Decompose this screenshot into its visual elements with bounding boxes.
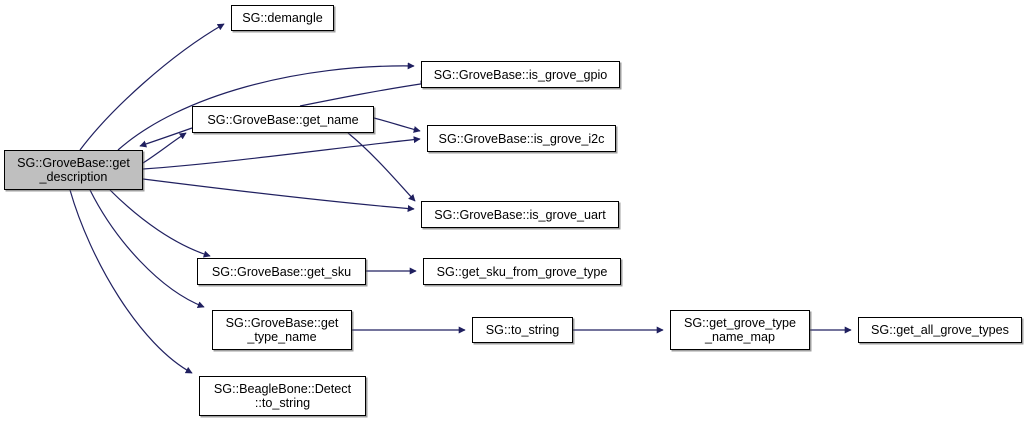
graph-node-label: SG::BeagleBone::Detect ::to_string	[213, 382, 352, 410]
graph-edge-get_name-to-is_grove_uart	[347, 132, 416, 202]
graph-node-label: SG::get_grove_type _name_map	[683, 316, 796, 344]
graph-edge-get_description-to-is_grove_uart	[142, 178, 415, 212]
graph-edge-get_description-to-get_sku	[109, 189, 211, 258]
graph-node-to_string[interactable]: SG::to_string	[472, 317, 573, 343]
graph-node-label: SG::GroveBase::get_name	[207, 112, 359, 127]
graph-node-get_name[interactable]: SG::GroveBase::get_name	[192, 106, 374, 133]
graph-node-demangle[interactable]: SG::demangle	[231, 5, 334, 31]
graph-node-beaglebone_detect_to_string[interactable]: SG::BeagleBone::Detect ::to_string	[199, 376, 366, 416]
graph-node-label: SG::get_sku_from_grove_type	[436, 264, 608, 279]
graph-node-label: SG::GroveBase::get _description	[17, 156, 130, 184]
graph-node-get_description[interactable]: SG::GroveBase::get _description	[4, 150, 143, 190]
graph-edge-get_description-to-get_name	[142, 132, 187, 164]
graph-edge-get_name-to-get_description	[139, 127, 193, 148]
graph-node-get_all_grove_types[interactable]: SG::get_all_grove_types	[858, 317, 1022, 343]
graph-edge-get_name-to-is_grove_gpio	[299, 80, 428, 107]
graph-node-get_sku_from_grove_type[interactable]: SG::get_sku_from_grove_type	[423, 258, 621, 285]
graph-node-label: SG::get_all_grove_types	[871, 323, 1009, 337]
graph-node-label: SG::demangle	[242, 11, 323, 25]
graph-node-label: SG::GroveBase::is_grove_uart	[434, 207, 606, 222]
graph-node-label: SG::GroveBase::is_grove_gpio	[433, 67, 608, 82]
graph-node-label: SG::to_string	[485, 323, 560, 337]
graph-node-is_grove_uart[interactable]: SG::GroveBase::is_grove_uart	[421, 201, 619, 228]
graph-edge-get_description-to-beaglebone_detect_to_string	[69, 189, 193, 374]
graph-node-label: SG::GroveBase::is_grove_i2c	[438, 131, 605, 146]
graph-node-get_type_name[interactable]: SG::GroveBase::get _type_name	[212, 310, 352, 350]
graph-node-is_grove_i2c[interactable]: SG::GroveBase::is_grove_i2c	[427, 125, 616, 152]
graph-edge-get_description-to-is_grove_i2c	[142, 136, 421, 170]
graph-node-label: SG::GroveBase::get _type_name	[225, 316, 339, 344]
graph-node-is_grove_gpio[interactable]: SG::GroveBase::is_grove_gpio	[421, 61, 620, 88]
graph-node-get_grove_type_name_map[interactable]: SG::get_grove_type _name_map	[670, 310, 810, 350]
graph-node-get_sku[interactable]: SG::GroveBase::get_sku	[197, 258, 366, 285]
graph-edge-get_name-to-is_grove_i2c	[373, 117, 421, 133]
graph-edge-get_description-to-get_type_name	[89, 189, 205, 308]
graph-node-label: SG::GroveBase::get_sku	[211, 264, 352, 279]
